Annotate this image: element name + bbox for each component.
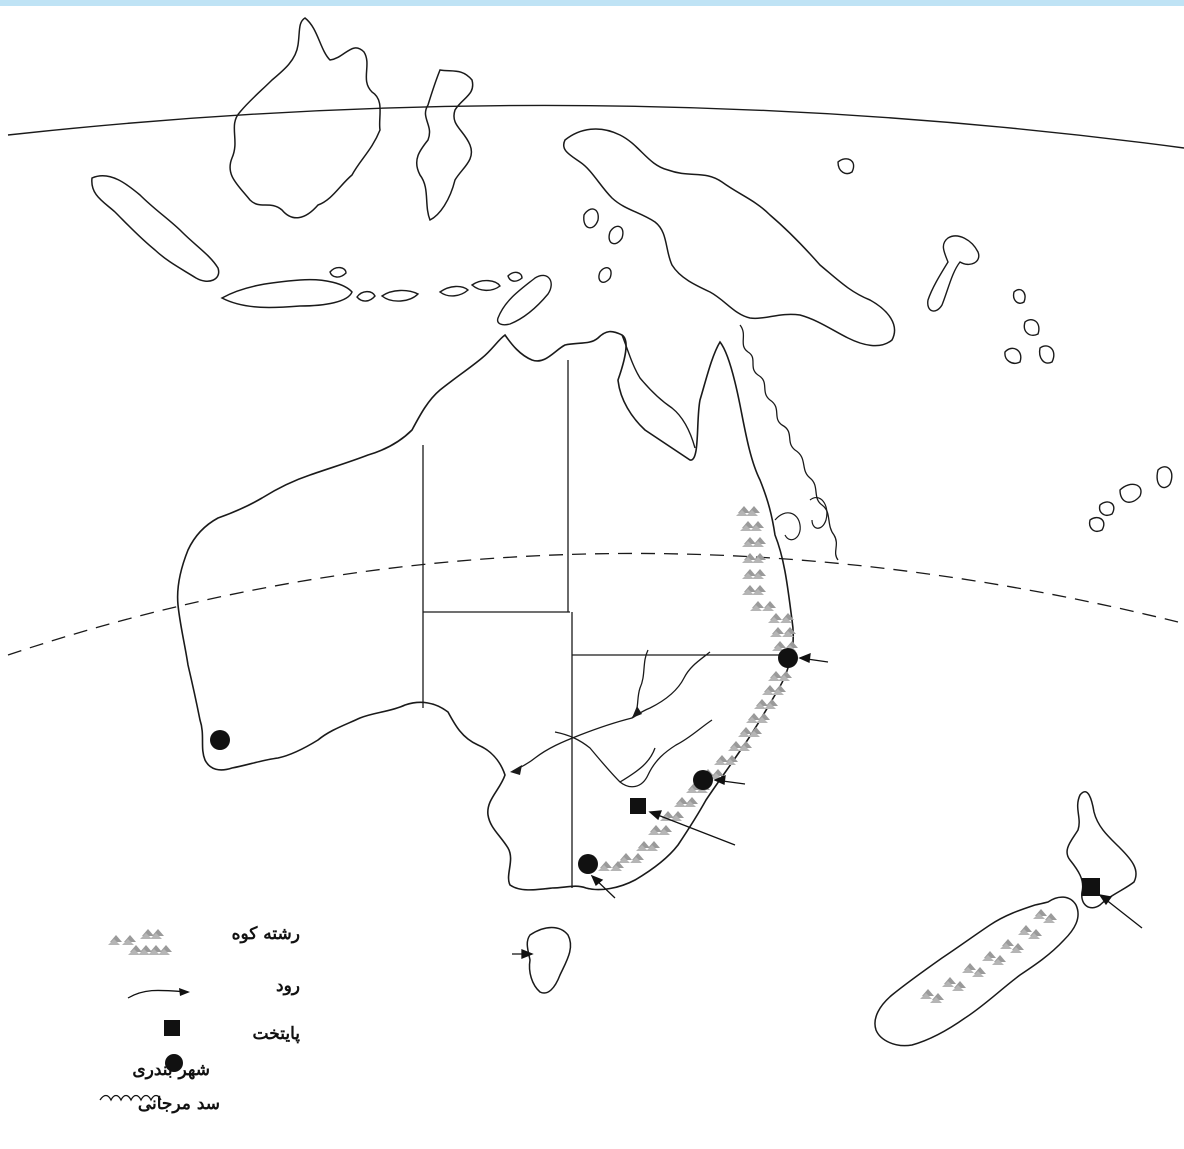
solomon-b-outline (1023, 318, 1040, 336)
island-pacific-outline (837, 158, 855, 175)
great-dividing-range (598, 506, 798, 871)
pointer-arrows (512, 652, 1143, 959)
solomon-a-outline (1012, 288, 1026, 304)
legend-row-reef: سد مرجانی (100, 1088, 300, 1122)
river-murray-upper (554, 719, 713, 788)
tasmania-outline (526, 926, 572, 994)
seram-outline (608, 225, 624, 245)
equator-line (7, 104, 1184, 149)
new-britain-outline (927, 235, 980, 312)
island-small-outline (507, 271, 523, 282)
island-f-outline (1088, 516, 1105, 532)
legend-row-mountain: رشته کوه (100, 918, 300, 952)
island-small2-outline (329, 266, 347, 278)
river-lachlan (619, 747, 656, 783)
port-city-sydney (693, 770, 713, 790)
legend-label-river: رود (276, 976, 300, 996)
reef-loop-a (774, 512, 801, 541)
river-murray-arrow (510, 765, 522, 775)
legend-label-capital: پایتخت (252, 1024, 300, 1044)
lombok-outline (380, 289, 420, 302)
southern-alps (920, 909, 1057, 1003)
legend-river-icon (127, 988, 190, 999)
legend-row-river: رود (100, 970, 300, 1004)
river-darling-arrow (632, 706, 642, 718)
solomon-d-outline (1038, 345, 1055, 364)
capital-wellington (1082, 878, 1100, 896)
java-outline (220, 278, 353, 309)
island-e-outline (1098, 501, 1115, 516)
buru-outline (583, 208, 599, 229)
sumbawa-outline (438, 285, 470, 297)
river-darling (631, 649, 649, 719)
sulawesi-outline (416, 69, 474, 222)
cape-york-coast (621, 334, 696, 449)
reef-loop-b (809, 497, 828, 529)
legend-label-reef: سد مرجانی (137, 1094, 220, 1114)
tropic-line (7, 552, 1179, 656)
legend-row-port: شهر بندری (100, 1054, 300, 1088)
legend-row-capital: پایتخت (100, 1018, 300, 1052)
nz-south-outline (874, 896, 1079, 1047)
new-guinea-outline (563, 128, 896, 347)
aru-outline (598, 267, 612, 283)
legend-label-port: شهر بندری (132, 1060, 210, 1080)
legend-reef-icon (99, 1094, 162, 1102)
bali-outline (356, 290, 376, 302)
legend: رشته کوه رود پایتخت شهر بندری سد مرجانی (100, 918, 300, 1148)
vanuatu-outline (1156, 466, 1173, 489)
river-darling-branch (631, 651, 711, 719)
port-city-brisbane (778, 648, 798, 668)
flores-outline (470, 279, 501, 292)
new-caledonia-outline (1119, 483, 1142, 503)
australia-outline (176, 330, 795, 891)
sumatra-outline (91, 175, 220, 282)
port-city-perth (210, 730, 230, 750)
solomon-c-outline (1004, 347, 1022, 364)
port-city-melbourne (578, 854, 598, 874)
timor-outline (496, 274, 552, 326)
legend-capital-icon (164, 1020, 180, 1036)
legend-port-icon (165, 1054, 183, 1072)
top-bar (0, 0, 1184, 6)
nz-north-outline (1066, 791, 1137, 909)
legend-label-mountain: رشته کوه (231, 924, 300, 944)
borneo-outline (229, 17, 381, 219)
capital-canberra (630, 798, 646, 814)
great-barrier-reef (739, 324, 839, 561)
river-murray (511, 717, 633, 773)
